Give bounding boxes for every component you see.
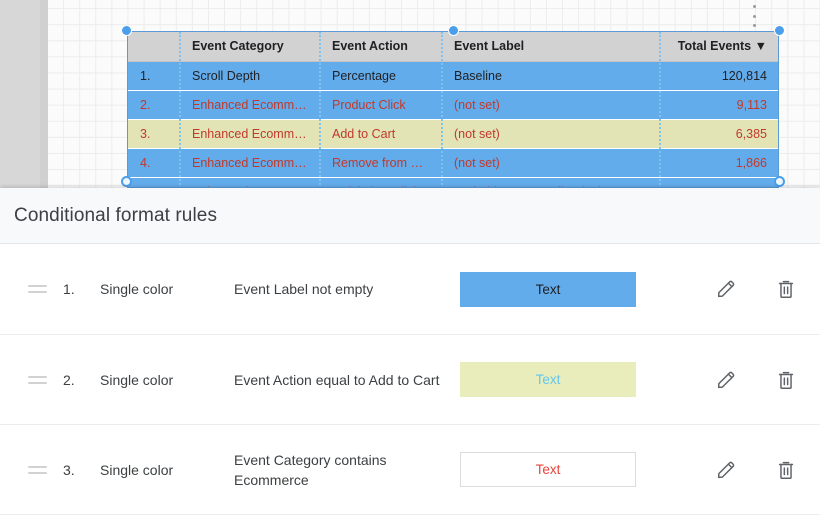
column-header-event-label[interactable]: Event Label: [442, 32, 660, 62]
cell-event-label: Android Tape Hoodie Black: [442, 177, 660, 187]
table-body: 1. Scroll Depth Percentage Baseline 120,…: [128, 61, 778, 187]
rule-row[interactable]: 1. Single color Event Label not empty Te…: [0, 244, 820, 335]
cell-total-events: 1,320: [660, 177, 778, 187]
cell-event-category: Enhanced Ecommerce: [180, 148, 320, 178]
rules-list: 1. Single color Event Label not empty Te…: [0, 244, 820, 515]
column-header-event-category[interactable]: Event Category: [180, 32, 320, 62]
sort-desc-icon[interactable]: ▼: [754, 39, 767, 54]
cell-event-label: (not set): [442, 148, 660, 178]
drag-line: [28, 285, 47, 287]
resize-handle-top-right[interactable]: [774, 25, 785, 36]
conditional-format-rules-panel: Conditional format rules 1. Single color…: [0, 188, 820, 524]
resize-handle-bottom-right[interactable]: [774, 176, 785, 187]
cell-event-category: Enhanced Ecommerce: [180, 177, 320, 187]
column-header-event-action[interactable]: Event Action: [320, 32, 442, 62]
cell-event-action: Add to Cart: [320, 119, 442, 149]
rule-row[interactable]: 2. Single color Event Action equal to Ad…: [0, 335, 820, 425]
table-row[interactable]: 4. Enhanced Ecommerce Remove from Cart (…: [128, 148, 778, 178]
rule-preview-cell: Text: [460, 362, 696, 397]
rule-preview-cell: Text: [460, 271, 696, 307]
delete-rule-button[interactable]: [756, 459, 816, 481]
cell-index: 1.: [128, 61, 180, 91]
drag-handle-icon[interactable]: [28, 375, 52, 384]
column-header-total-events[interactable]: Total Events ▼: [660, 32, 778, 62]
report-canvas[interactable]: Event Category Event Action Event Label …: [0, 0, 820, 188]
rule-index: 2.: [63, 371, 75, 388]
rule-condition: Event Category contains Ecommerce: [234, 451, 387, 488]
cell-index: 5.: [128, 177, 180, 187]
table-header-row: Event Category Event Action Event Label …: [128, 32, 778, 62]
rule-color-preview[interactable]: Text: [460, 271, 636, 307]
canvas-gutter-strip: [40, 0, 48, 188]
rule-type: Single color: [100, 281, 174, 297]
cell-event-action: Quickview Click: [320, 177, 442, 187]
pencil-icon: [715, 459, 737, 481]
cell-total-events: 6,385: [660, 119, 778, 149]
cell-index: 2.: [128, 90, 180, 120]
page-title: Conditional format rules: [14, 204, 218, 226]
rule-color-preview[interactable]: Text: [460, 362, 636, 397]
cell-event-label: (not set): [442, 90, 660, 120]
drag-line: [28, 291, 47, 293]
cell-event-action: Remove from Cart: [320, 148, 442, 178]
edit-rule-button[interactable]: [696, 278, 756, 300]
rule-preview-cell: Text: [460, 452, 696, 487]
pencil-icon: [715, 369, 737, 391]
cell-index: 4.: [128, 148, 180, 178]
column-header-total-events-label: Total Events: [677, 39, 752, 54]
cell-event-category: Enhanced Ecommerce: [180, 90, 320, 120]
panel-header: Conditional format rules: [0, 188, 820, 244]
edit-rule-button[interactable]: [696, 459, 756, 481]
table-row[interactable]: 2. Enhanced Ecommerce Product Click (not…: [128, 90, 778, 120]
cell-total-events: 1,866: [660, 148, 778, 178]
drag-handle-icon[interactable]: [28, 285, 52, 293]
rule-type: Single color: [100, 461, 174, 478]
rule-row[interactable]: 3. Single color Event Category contains …: [0, 425, 820, 515]
cell-event-action: Product Click: [320, 90, 442, 120]
more-vert-icon[interactable]: [748, 4, 760, 28]
trash-icon: [775, 459, 797, 481]
cell-event-label: Baseline: [442, 61, 660, 91]
cell-event-label: (not set): [442, 119, 660, 149]
rule-condition: Event Action equal to Add to Cart: [234, 371, 440, 388]
edit-rule-button[interactable]: [696, 369, 756, 391]
drag-line: [28, 375, 47, 378]
cell-event-category: Enhanced Ecommerce: [180, 119, 320, 149]
table-row[interactable]: 5. Enhanced Ecommerce Quickview Click An…: [128, 177, 778, 187]
kebab-dot: [752, 24, 756, 27]
cell-total-events: 120,814: [660, 61, 778, 91]
drag-handle-icon[interactable]: [28, 465, 52, 474]
drag-line: [28, 465, 47, 468]
trash-icon: [775, 278, 797, 300]
rule-color-preview[interactable]: Text: [460, 452, 636, 487]
table-header: Event Category Event Action Event Label …: [128, 32, 778, 62]
rule-index: 3.: [63, 461, 75, 478]
table-row[interactable]: 1. Scroll Depth Percentage Baseline 120,…: [128, 61, 778, 91]
pencil-icon: [715, 278, 737, 300]
drag-line: [28, 471, 47, 474]
rule-type: Single color: [100, 371, 174, 388]
cell-total-events: 9,113: [660, 90, 778, 120]
chart-table: Event Category Event Action Event Label …: [128, 32, 778, 187]
cell-event-action: Percentage: [320, 61, 442, 91]
chart-table-selected[interactable]: Event Category Event Action Event Label …: [127, 31, 779, 188]
table-row[interactable]: 3. Enhanced Ecommerce Add to Cart (not s…: [128, 119, 778, 149]
rule-index: 1.: [63, 281, 75, 297]
delete-rule-button[interactable]: [756, 369, 816, 391]
resize-handle-bottom-left[interactable]: [121, 176, 132, 187]
kebab-dot: [752, 5, 756, 8]
drag-line: [28, 381, 47, 384]
delete-rule-button[interactable]: [756, 278, 816, 300]
trash-icon: [775, 369, 797, 391]
cell-index: 3.: [128, 119, 180, 149]
column-header-index[interactable]: [128, 32, 180, 62]
rule-condition: Event Label not empty: [234, 281, 374, 297]
resize-handle-top-center[interactable]: [448, 25, 459, 36]
kebab-dot: [752, 14, 756, 18]
resize-handle-top-left[interactable]: [121, 25, 132, 36]
cell-event-category: Scroll Depth: [180, 61, 320, 91]
